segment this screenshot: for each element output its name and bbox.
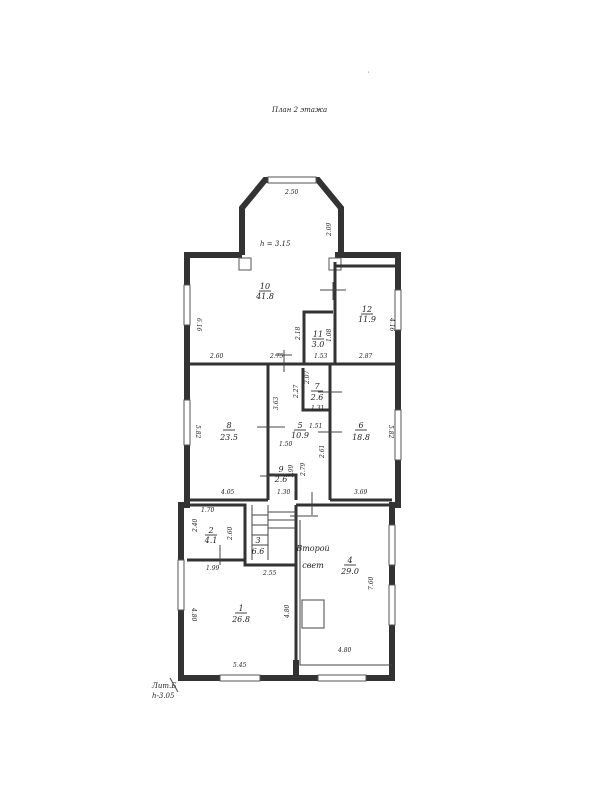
dim-r12-bottom: 2.87 [358, 353, 373, 360]
dim-r7-side: 2.27 [293, 384, 300, 399]
room-8: 8 23.5 [219, 421, 238, 442]
room-4-number: 4 [346, 556, 352, 565]
dim-r6-bottom: 3.69 [354, 489, 368, 496]
room-6-area: 18.8 [352, 433, 370, 442]
dim-r5-v2: 2.61 [319, 445, 326, 459]
room-7: 7 2.6 [310, 382, 324, 402]
dim-r8-left: 5.82 [194, 425, 201, 439]
room-3-area: 6.6 [252, 547, 265, 556]
dim-r12-right: 4.16 [388, 317, 395, 332]
room-1-number: 1 [238, 604, 243, 613]
dim-r10-left: 6.16 [195, 318, 202, 332]
room-7-area: 2.6 [310, 393, 324, 402]
room-2-number: 2 [207, 526, 213, 535]
dim-r2-top: 1.70 [201, 507, 215, 514]
room-8-number: 8 [226, 421, 231, 430]
dim-r1-right: 4.80 [284, 604, 291, 619]
second-light-line2: свет [302, 561, 324, 570]
room-12-number: 12 [362, 305, 372, 314]
door-marks [219, 282, 346, 565]
dim-r5-w1: 1.50 [279, 441, 293, 448]
room-11-number: 11 [313, 330, 323, 339]
room-4: 4 29.0 [340, 556, 359, 576]
dim-r4-right: 7.60 [368, 576, 375, 590]
dim-r7-top: 2.07 [304, 370, 311, 385]
dim-r10-bottom: 2.60 [209, 353, 224, 360]
room-9-area: 2.6 [274, 475, 288, 484]
dim-r1-left: 4.80 [190, 607, 197, 622]
room-11-area: 3.0 [312, 340, 325, 349]
staircase [251, 505, 318, 560]
dim-r9-bottom: 1.30 [277, 489, 291, 496]
dim-r7-bottom: 1.31 [311, 405, 324, 412]
dim-r11-v2: 1.08 [326, 328, 333, 342]
dim-r11-bottom: 1.53 [314, 353, 328, 360]
room-12-area: 11.9 [358, 315, 376, 324]
interior-walls [187, 262, 398, 678]
dim-r2-bottom: 1.99 [206, 565, 220, 572]
dim-r1-bottom: 5.45 [233, 662, 247, 669]
room-2-area: 4.1 [204, 536, 218, 545]
dim-r10-mid: 2.75 [269, 353, 284, 360]
room-12: 12 11.9 [358, 305, 376, 324]
dim-r11-v: 2.18 [295, 326, 302, 341]
room-1-area: 26.8 [231, 615, 250, 624]
dim-r5-v: 3.63 [273, 396, 280, 410]
room-5-number: 5 [297, 421, 302, 430]
room-labels: 10 41.8 11 3.0 12 11.9 8 23.5 7 2.6 5 10… [204, 282, 376, 624]
room-9: 9 2.6 [274, 465, 288, 484]
room-3: 3 6.6 [252, 536, 265, 556]
windows [177, 176, 402, 682]
dim-r3-bottom: 2.55 [262, 570, 277, 577]
room-8-area: 23.5 [219, 433, 238, 442]
room-7-number: 7 [314, 382, 320, 391]
room-6: 6 18.8 [352, 421, 370, 442]
dim-bay-side: 2.09 [326, 222, 333, 237]
room-1: 1 26.8 [231, 604, 250, 624]
room-9-number: 9 [278, 465, 283, 474]
dim-r3-v: 2.60 [227, 526, 234, 541]
room-10: 10 41.8 [255, 282, 274, 301]
dim-r6-right: 5.82 [387, 425, 394, 439]
plan-title: План 2 этажа [271, 106, 327, 114]
room-11: 11 3.0 [312, 330, 325, 349]
room-10-area: 41.8 [255, 292, 274, 301]
corner-note-line2: h-3.05 [152, 692, 175, 700]
dim-r2-side: 2.40 [192, 518, 199, 533]
room-2: 2 4.1 [204, 526, 218, 545]
dim-r5-w2: 1.51 [309, 423, 322, 430]
dim-bay-top: 2.50 [284, 189, 299, 196]
dim-r8-bottom: 4.05 [220, 489, 235, 496]
corner-note-line1: Лит.Б [151, 682, 176, 690]
dimension-labels: 2.50 2.09 6.16 2.60 2.75 2.18 1.08 1.53 … [190, 189, 395, 669]
room-4-area: 29.0 [340, 567, 359, 576]
stray-mark: ' [368, 71, 369, 77]
corner-leader [169, 677, 179, 693]
room-5-area: 10.9 [291, 431, 309, 440]
dim-r9-v2: 1.99 [288, 464, 295, 478]
height-note: h = 3.15 [260, 240, 291, 248]
room-3-number: 3 [255, 536, 260, 545]
room-5: 5 10.9 [291, 421, 309, 440]
dim-r9-v: 2.79 [300, 462, 307, 477]
second-light-line1: Второй [295, 544, 329, 553]
room-10-number: 10 [260, 282, 270, 291]
room-6-number: 6 [358, 421, 363, 430]
dim-r4-bottom: 4.80 [337, 647, 352, 654]
outer-walls [178, 177, 401, 681]
